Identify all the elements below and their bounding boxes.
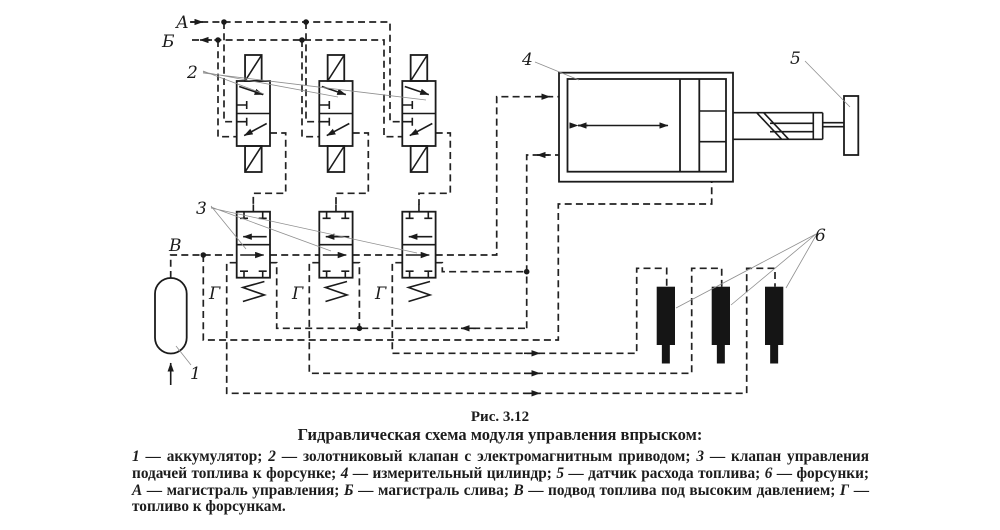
legend-key: 1 <box>132 448 140 465</box>
control-valve-1 <box>237 205 270 302</box>
label-line-g-1: Г <box>208 284 221 304</box>
legend-key: Г <box>839 481 850 499</box>
pilot-routes <box>252 132 452 205</box>
figure-title: Гидравлическая схема модуля управления в… <box>297 425 703 444</box>
control-valve-3 <box>402 205 435 302</box>
label-line-g-2: Г <box>291 284 304 304</box>
legend-key: 6 <box>764 464 773 482</box>
legend-key: В <box>513 481 524 499</box>
figure-number: Рис. 3.12 <box>470 409 530 425</box>
leader-lines <box>175 60 851 366</box>
drain-line-b-route <box>192 39 403 138</box>
figure-legend: 1 — аккумулятор; 2 — золотниковый клапан… <box>132 448 869 516</box>
label-line-b: Б <box>161 32 175 52</box>
piston <box>679 79 701 172</box>
solenoid-valve-1 <box>237 55 270 172</box>
schematic-canvas: А Б В Г Г Г 1 2 3 4 5 6 <box>154 13 860 397</box>
measuring-cylinder <box>558 71 734 183</box>
label-injectors: 6 <box>815 226 826 246</box>
legend-key: 5 <box>556 464 564 482</box>
piston-rod <box>732 111 844 141</box>
legend-key: Б <box>343 481 354 499</box>
label-line-g-3: Г <box>374 284 387 304</box>
label-solenoid-valve: 2 <box>186 63 198 83</box>
cylinder-return-routes <box>270 154 559 330</box>
flow-arrows <box>167 18 551 397</box>
legend-key: 3 <box>696 448 704 465</box>
control-line-a-route <box>190 21 403 123</box>
pressure-line-v-route <box>169 95 713 341</box>
control-valve-2 <box>319 205 352 302</box>
legend-key: А <box>132 481 143 499</box>
injector-2 <box>711 286 730 364</box>
accumulator-symbol <box>154 277 188 355</box>
label-flow-sensor: 5 <box>790 49 801 69</box>
legend-key: 4 <box>340 464 349 482</box>
solenoid-valve-2 <box>319 55 352 172</box>
solenoid-valve-3 <box>402 55 435 172</box>
label-control-valve: 3 <box>196 199 207 219</box>
label-cylinder: 4 <box>521 50 533 70</box>
junction-dots <box>200 19 530 332</box>
injector-1 <box>656 286 675 364</box>
fuel-to-injector-routes <box>225 261 776 395</box>
flow-sensor-plate <box>843 95 860 156</box>
label-line-v: В <box>168 236 182 256</box>
label-accumulator: 1 <box>190 364 201 384</box>
legend-key: 2 <box>268 448 276 465</box>
injector-3 <box>765 286 784 364</box>
label-line-a: А <box>175 13 189 33</box>
figure-caption: Рис. 3.12 Гидравлическая схема модуля уп… <box>0 409 1000 444</box>
